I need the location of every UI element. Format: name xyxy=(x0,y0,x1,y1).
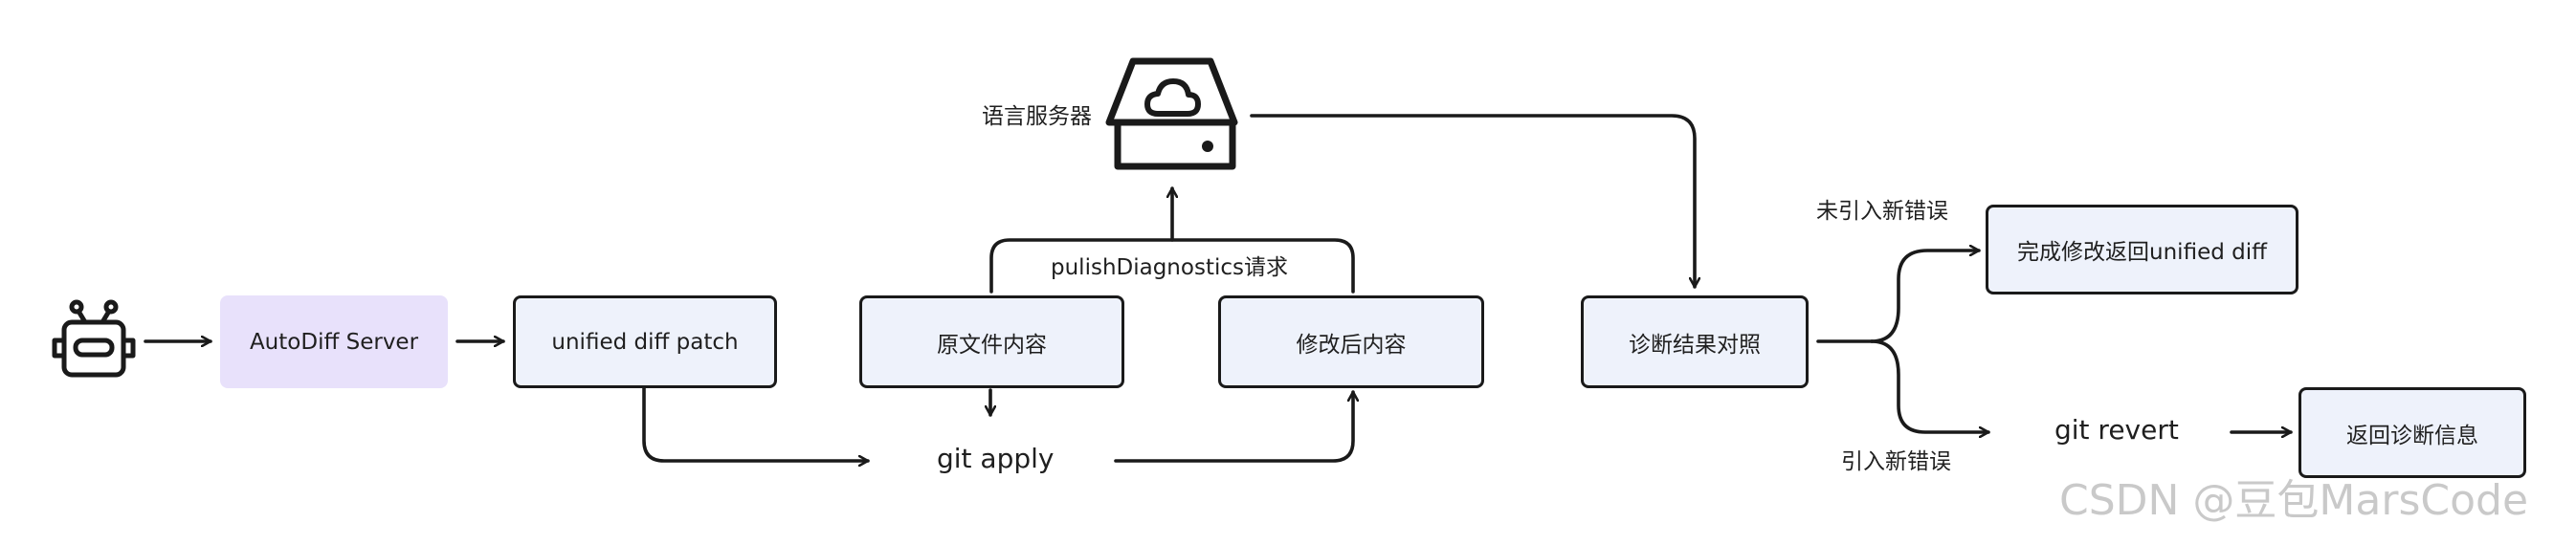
arrow-apply-to-modified xyxy=(1114,390,1353,463)
new-error-label: 引入新错误 xyxy=(1841,449,1951,474)
git-apply-label: git apply xyxy=(937,443,1055,474)
finish-return-node: 完成修改返回unified diff xyxy=(1986,205,2298,294)
robot-icon xyxy=(52,299,136,378)
no-new-error-label: 未引入新错误 xyxy=(1816,199,1948,224)
arrow-patch-to-apply xyxy=(642,386,870,461)
unified-diff-patch-node: unified diff patch xyxy=(513,295,777,388)
autodiff-server-node: AutoDiff Server xyxy=(220,295,448,388)
git-revert-label: git revert xyxy=(2054,414,2179,446)
language-server-label: 语言服务器 xyxy=(982,104,1092,129)
arrow-branch-no-error xyxy=(1870,251,1981,343)
publish-request-label: pulishDiagnostics请求 xyxy=(1051,255,1288,280)
cloud-server-icon xyxy=(1105,57,1238,170)
arrow-language-server-to-compare xyxy=(1250,114,1695,289)
arrow-branch-new-error xyxy=(1870,339,1990,432)
return-diagnosis-node: 返回诊断信息 xyxy=(2298,387,2526,478)
original-content-node: 原文件内容 xyxy=(859,295,1124,388)
modified-content-node: 修改后内容 xyxy=(1218,295,1484,388)
watermark: CSDN @豆包MarsCode xyxy=(2059,476,2529,525)
diagnosis-compare-node: 诊断结果对照 xyxy=(1581,295,1809,388)
